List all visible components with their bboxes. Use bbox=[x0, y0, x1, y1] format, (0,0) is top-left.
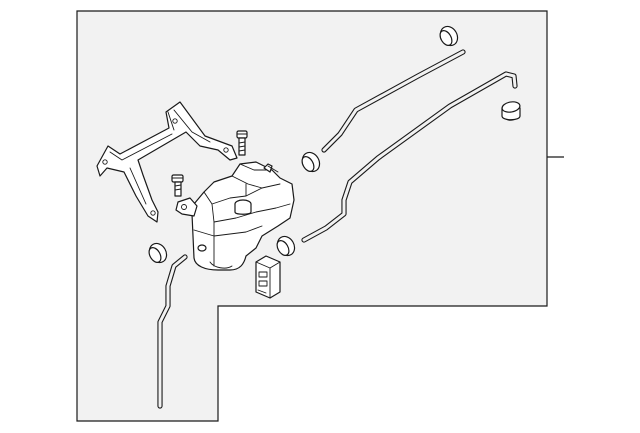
hose-clamp bbox=[148, 242, 168, 264]
bolt bbox=[236, 130, 248, 156]
diagram-panel bbox=[76, 10, 548, 422]
reservoir-tank bbox=[175, 161, 295, 271]
outlet-hose bbox=[157, 254, 188, 409]
level-sensor bbox=[255, 255, 281, 299]
hose-clamp bbox=[501, 101, 521, 121]
upper-hose bbox=[321, 49, 466, 153]
bolt bbox=[171, 174, 184, 197]
hose-clamp bbox=[276, 235, 296, 257]
hose-clamp bbox=[439, 25, 459, 47]
mounting-bracket bbox=[96, 101, 238, 223]
hose-clamp bbox=[301, 151, 321, 173]
overflow-hose bbox=[301, 71, 518, 243]
